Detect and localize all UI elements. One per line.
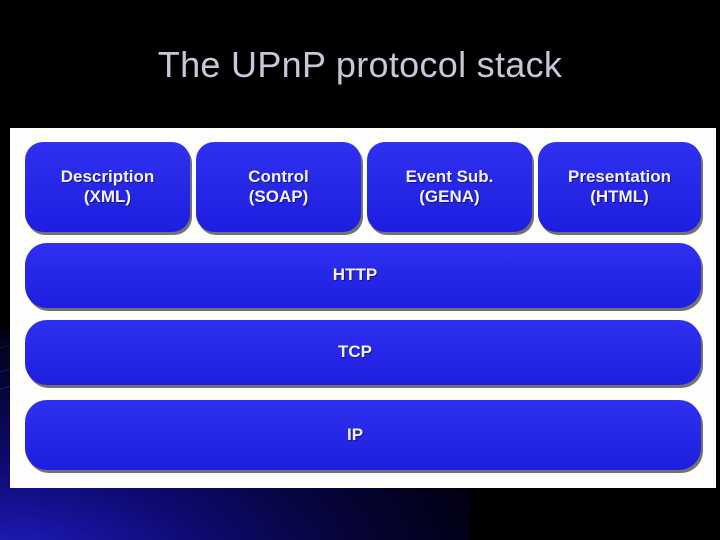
block-control-name: Control bbox=[248, 166, 309, 186]
block-description-name: Description bbox=[60, 166, 155, 186]
block-control[interactable]: Control (SOAP) bbox=[196, 142, 361, 232]
block-description-protocol: (XML) bbox=[83, 187, 132, 206]
layer-ip[interactable]: IP bbox=[25, 400, 701, 470]
block-description-text: Description (XML) bbox=[61, 167, 155, 207]
block-presentation[interactable]: Presentation (HTML) bbox=[538, 142, 701, 232]
protocol-stack-diagram: Description (XML) Control (SOAP) Event S… bbox=[10, 128, 716, 488]
block-presentation-name: Presentation bbox=[568, 166, 671, 186]
layer-http-label: HTTP bbox=[332, 265, 378, 285]
block-event-sub-protocol: (GENA) bbox=[419, 187, 480, 206]
layer-tcp-label: TCP bbox=[338, 342, 372, 362]
layer-tcp[interactable]: TCP bbox=[25, 320, 701, 385]
block-presentation-text: Presentation (HTML) bbox=[568, 167, 671, 207]
slide-title: The UPnP protocol stack bbox=[157, 44, 563, 85]
block-event-sub-text: Event Sub. (GENA) bbox=[406, 167, 494, 207]
block-control-text: Control (SOAP) bbox=[248, 167, 308, 207]
block-control-protocol: (SOAP) bbox=[248, 187, 309, 206]
block-event-sub[interactable]: Event Sub. (GENA) bbox=[367, 142, 532, 232]
layer-ip-label: IP bbox=[346, 424, 364, 444]
block-presentation-protocol: (HTML) bbox=[590, 187, 649, 206]
block-description[interactable]: Description (XML) bbox=[25, 142, 190, 232]
layer-http[interactable]: HTTP bbox=[25, 243, 701, 308]
block-event-sub-name: Event Sub. bbox=[405, 166, 494, 186]
